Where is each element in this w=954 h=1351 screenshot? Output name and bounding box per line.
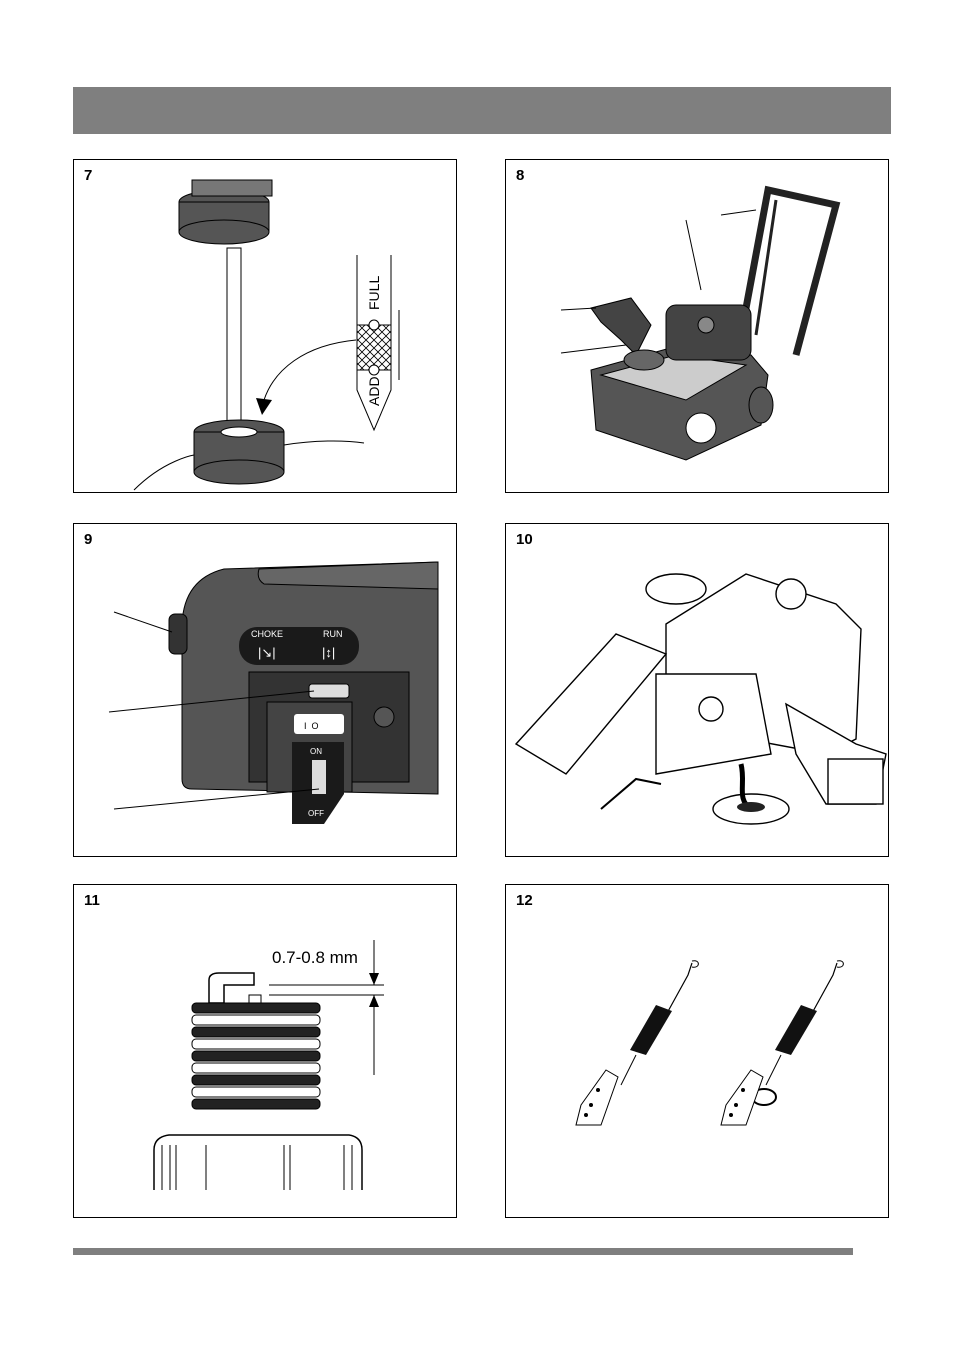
snow-thrower-illustration — [560, 185, 841, 461]
add-label: ADD — [366, 376, 382, 406]
engine-controls-illustration: CHOKE RUN |↘| |↕| I O ON OFF — [108, 561, 439, 824]
figure-number: 7 — [84, 167, 93, 184]
figure-9-panel: 9 CHOKE RUN |↘| |↕| I O ON OFF — [73, 523, 457, 857]
off-label: OFF — [308, 809, 324, 818]
on-label: ON — [310, 747, 322, 756]
figure-11-panel: 11 0.7-0.8 mm — [73, 884, 457, 1218]
choke-label: CHOKE — [251, 629, 283, 639]
io-label: I O — [304, 721, 319, 731]
footer-bar — [73, 1248, 853, 1255]
figure-number: 10 — [516, 531, 533, 548]
figure-7-panel: 7 FULL ADD — [73, 159, 457, 493]
figure-number: 8 — [516, 167, 525, 184]
figure-number: 9 — [84, 531, 93, 548]
dipstick-illustration: FULL ADD — [133, 179, 400, 491]
figure-number: 11 — [84, 892, 100, 909]
figure-8-panel: 8 — [505, 159, 889, 493]
figure-12-panel: 12 — [505, 884, 889, 1218]
full-label: FULL — [366, 276, 382, 310]
spring-assembly-left — [575, 960, 699, 1126]
header-bar — [73, 87, 891, 134]
run-symbol-icon: |↕| — [322, 645, 335, 660]
oil-drain-illustration — [514, 573, 887, 825]
spring-cable-illustration — [575, 960, 844, 1126]
figure-number: 12 — [516, 892, 533, 909]
gap-label: 0.7-0.8 mm — [272, 948, 358, 967]
choke-symbol-icon: |↘| — [258, 645, 276, 660]
figure-10-panel: 10 — [505, 523, 889, 857]
run-label: RUN — [323, 629, 343, 639]
spark-plug-gap-illustration: 0.7-0.8 mm — [153, 940, 384, 1190]
spring-assembly-right — [720, 960, 844, 1126]
